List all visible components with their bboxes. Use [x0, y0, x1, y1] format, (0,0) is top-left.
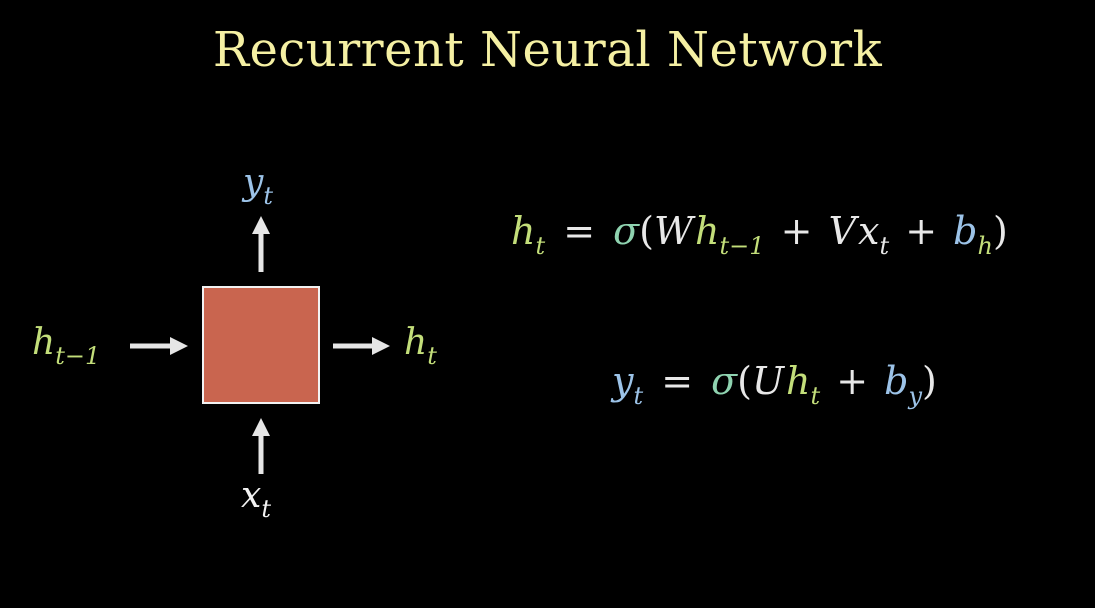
- rnn-cell: [202, 286, 320, 404]
- label-y-t: yt: [243, 162, 273, 210]
- arrow-to-output-hidden: [333, 337, 390, 355]
- arrow-from-prev-hidden: [130, 337, 188, 355]
- arrow-to-output-y: [252, 216, 270, 272]
- label-h-t-minus-1: ht−1: [32, 322, 101, 370]
- label-h-t: ht: [404, 322, 437, 370]
- arrow-from-input-x: [252, 418, 270, 474]
- label-x-t: xt: [241, 475, 271, 523]
- slide-title: Recurrent Neural Network: [212, 22, 883, 78]
- output-equation: yt = σ(Uht + by): [612, 359, 937, 410]
- hidden-state-equation: ht = σ(Wht−1 + Vxt + bh): [511, 209, 1008, 260]
